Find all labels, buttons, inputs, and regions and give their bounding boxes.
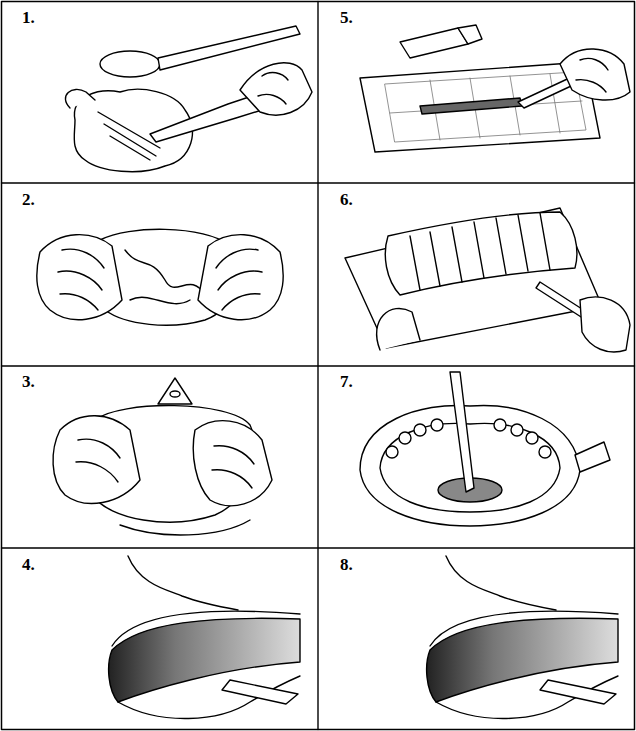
material-folds — [410, 213, 550, 290]
left-hand — [65, 89, 95, 108]
tray-handle — [575, 442, 610, 472]
row-divider — [2, 547, 635, 548]
mixing-pad — [360, 62, 600, 152]
tooth-mark — [526, 432, 538, 444]
tooth-mark — [511, 424, 523, 436]
upper-lip — [128, 556, 238, 610]
spatula — [450, 372, 474, 492]
right-hand — [193, 421, 272, 506]
step-number: 3. — [22, 372, 35, 392]
left-hand — [377, 308, 420, 350]
finger-lines — [58, 249, 104, 310]
paste-strip — [420, 98, 522, 114]
tray-handle — [158, 378, 192, 404]
tooth-mark — [414, 424, 426, 436]
step-number: 8. — [340, 555, 353, 575]
mouth-with-tray — [427, 556, 618, 719]
mixed-material — [385, 212, 577, 295]
tooth-mark — [494, 419, 506, 431]
measuring-scoop — [100, 51, 160, 77]
tooth-mark — [539, 446, 551, 458]
step-number: 5. — [340, 8, 353, 28]
finger-lines — [212, 446, 254, 488]
pad-grid — [385, 72, 586, 142]
row-divider — [2, 365, 635, 366]
tooth-mark — [399, 432, 411, 444]
hand — [560, 49, 630, 100]
tube-cap — [458, 25, 482, 44]
tray-hole — [170, 391, 180, 397]
tooth-mark — [431, 419, 443, 431]
step-number: 1. — [22, 8, 35, 28]
step-number: 6. — [340, 190, 353, 210]
mouth-with-tray — [109, 556, 300, 719]
step-number: 2. — [22, 190, 35, 210]
tooth-mark — [386, 446, 398, 458]
left-hand — [53, 416, 140, 504]
pad-grid — [390, 74, 582, 140]
finger-lines — [258, 73, 288, 104]
right-hand — [240, 63, 312, 115]
left-hand — [37, 235, 122, 320]
tray-handle — [222, 680, 298, 704]
right-hand — [580, 297, 630, 352]
step-number: 7. — [340, 372, 353, 392]
right-hand — [198, 235, 283, 320]
finger-lines — [76, 439, 120, 482]
finger-lines — [216, 249, 262, 310]
putty-folds — [125, 250, 205, 304]
finger-lines — [576, 58, 608, 92]
paste-tube — [400, 28, 468, 58]
spatula — [150, 96, 262, 142]
tray-rim — [120, 520, 250, 535]
row-divider — [2, 182, 635, 183]
lower-lip — [118, 676, 300, 719]
step-number: 4. — [22, 555, 35, 575]
